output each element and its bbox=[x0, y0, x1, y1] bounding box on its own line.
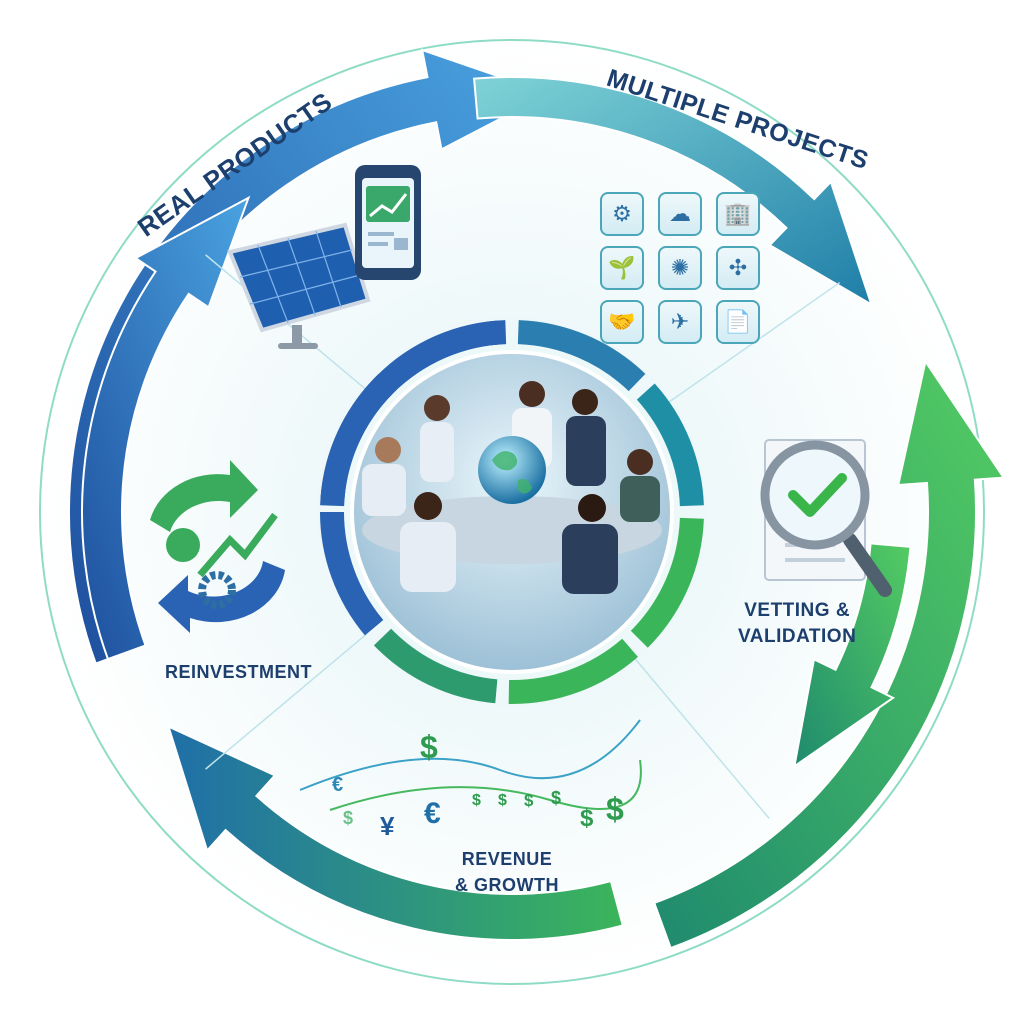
project-icon-grid: ⚙ ☁ 🏢 🌱 ✺ ✣ 🤝 ✈ 📄 bbox=[600, 192, 760, 344]
euro-icon: € bbox=[332, 774, 344, 796]
divider-line bbox=[205, 633, 367, 770]
drone-icon: ✈ bbox=[658, 300, 702, 344]
reinvestment-cycle-icon bbox=[150, 460, 285, 633]
center-ring-segment bbox=[388, 320, 501, 384]
dollar-icon: $ bbox=[524, 791, 534, 810]
handshake-icon: 🤝 bbox=[600, 300, 644, 344]
center-ring-segment bbox=[636, 383, 704, 507]
arrow-multiple-projects bbox=[473, 76, 874, 307]
arrow-reinvestment bbox=[81, 195, 251, 661]
center-ring-segment bbox=[630, 517, 704, 648]
dollar-icon: $ bbox=[343, 808, 354, 828]
label-reinvestment: REINVESTMENT bbox=[165, 662, 313, 682]
sprout-icon: 🌱 bbox=[600, 246, 644, 290]
revenue-line-2: & GROWTH bbox=[455, 875, 559, 895]
globe-icon bbox=[478, 436, 546, 504]
euro-icon: € bbox=[424, 797, 442, 830]
label-vetting-validation: VETTING & VALIDATION bbox=[738, 598, 856, 650]
solar-panel-icon bbox=[227, 222, 371, 349]
wind-turbine-icon: ✣ bbox=[716, 246, 760, 290]
divider-line bbox=[633, 657, 770, 819]
arrow-validation-inner bbox=[792, 542, 912, 769]
office-building-icon: 🏢 bbox=[716, 192, 760, 236]
people-icon bbox=[362, 381, 660, 594]
vetting-line-1: VETTING & bbox=[744, 600, 851, 621]
gear-icon: ⚙ bbox=[600, 192, 644, 236]
smartphone-chart-icon bbox=[355, 165, 421, 280]
magnifier-check-icon bbox=[760, 439, 892, 597]
cloud-database-icon: ☁ bbox=[658, 192, 702, 236]
yen-icon: ¥ bbox=[380, 811, 395, 841]
revenue-line-1: REVENUE bbox=[461, 849, 553, 869]
dollar-icon: $ bbox=[606, 791, 625, 827]
dollar-icon: $ bbox=[420, 729, 439, 765]
dollar-icon: $ bbox=[551, 788, 562, 808]
outer-ring bbox=[39, 39, 985, 985]
dollar-icon: $ bbox=[580, 805, 594, 832]
label-revenue-growth: REVENUE & GROWTH bbox=[455, 846, 559, 898]
center-ring-segment bbox=[320, 512, 384, 636]
center-ring-segment bbox=[373, 628, 498, 704]
vetting-line-2: VALIDATION bbox=[738, 626, 857, 647]
center-ring-segment bbox=[320, 373, 396, 501]
network-icon: ✺ bbox=[658, 246, 702, 290]
center-ring-segment bbox=[517, 320, 646, 392]
document-icon: 📄 bbox=[716, 300, 760, 344]
arrow-vetting bbox=[652, 359, 1006, 950]
center-ring-segment bbox=[508, 638, 638, 704]
dollar-icon: $ bbox=[472, 792, 482, 809]
arrow-revenue-growth bbox=[166, 724, 624, 941]
dollar-icon: $ bbox=[498, 792, 508, 809]
